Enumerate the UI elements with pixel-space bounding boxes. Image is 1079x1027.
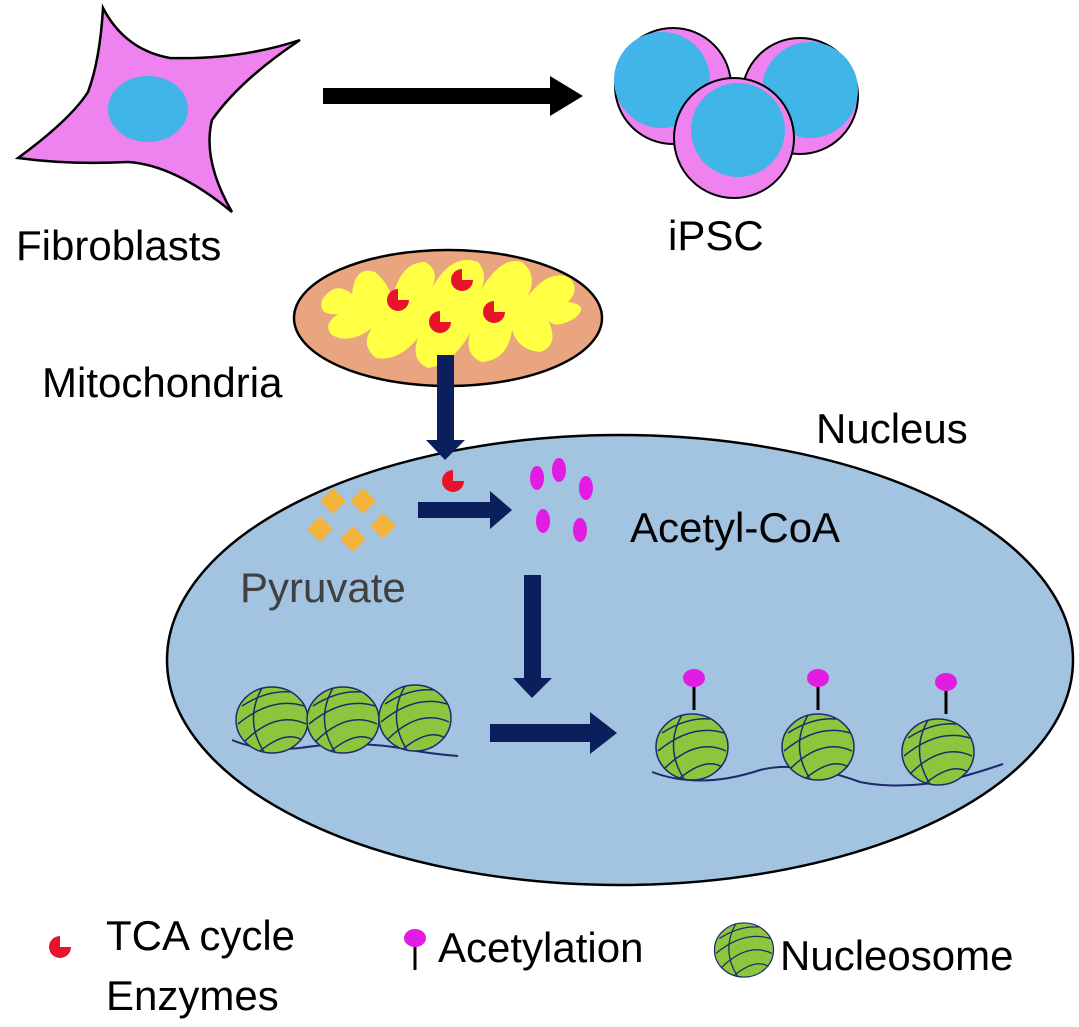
unmodified-chromatin	[231, 684, 459, 757]
pyruvate-to-acetylcoa-arrow	[418, 491, 512, 529]
legend-tca-line1: TCA cycle	[106, 912, 295, 959]
reprogramming-arrow	[323, 76, 583, 116]
nucleosome	[655, 713, 729, 781]
legend: TCA cycle Enzymes Acetylation Nucleosome	[49, 912, 1013, 1019]
mito-to-nucleus-arrow	[426, 355, 465, 460]
acetylation-legend-icon	[402, 927, 428, 972]
nucleus-body	[165, 433, 1075, 887]
acetyl-coa-label: Acetyl-CoA	[630, 504, 840, 551]
chromatin-arrow	[490, 712, 617, 754]
legend-acetylation: Acetylation	[438, 924, 643, 971]
mitochondria-label: Mitochondria	[42, 359, 283, 406]
nucleosome	[781, 713, 855, 781]
nucleosome	[306, 686, 380, 754]
tca-enzyme-legend-icon	[49, 936, 71, 958]
nucleosome	[378, 684, 452, 752]
fibroblasts-label: Fibroblasts	[16, 222, 221, 269]
fibroblast-nucleus	[108, 76, 188, 142]
nucleosome	[235, 686, 309, 754]
acetyl-coa-molecules	[530, 458, 593, 542]
legend-tca-line2: Enzymes	[106, 972, 279, 1019]
fibroblast-cell	[14, 3, 301, 213]
mitochondrion	[292, 248, 604, 388]
ipsc-label: iPSC	[668, 212, 764, 259]
acetylcoa-down-arrow	[513, 575, 552, 698]
pyruvate-label: Pyruvate	[240, 564, 406, 611]
ipsc-cluster	[614, 27, 859, 199]
acetylated-chromatin	[651, 667, 1004, 787]
nucleus-label: Nucleus	[816, 405, 968, 452]
pyruvate-molecules	[307, 488, 396, 552]
nucleosome-legend-icon	[713, 922, 775, 978]
nucleosome	[901, 718, 975, 786]
legend-nucleosome: Nucleosome	[780, 932, 1013, 979]
